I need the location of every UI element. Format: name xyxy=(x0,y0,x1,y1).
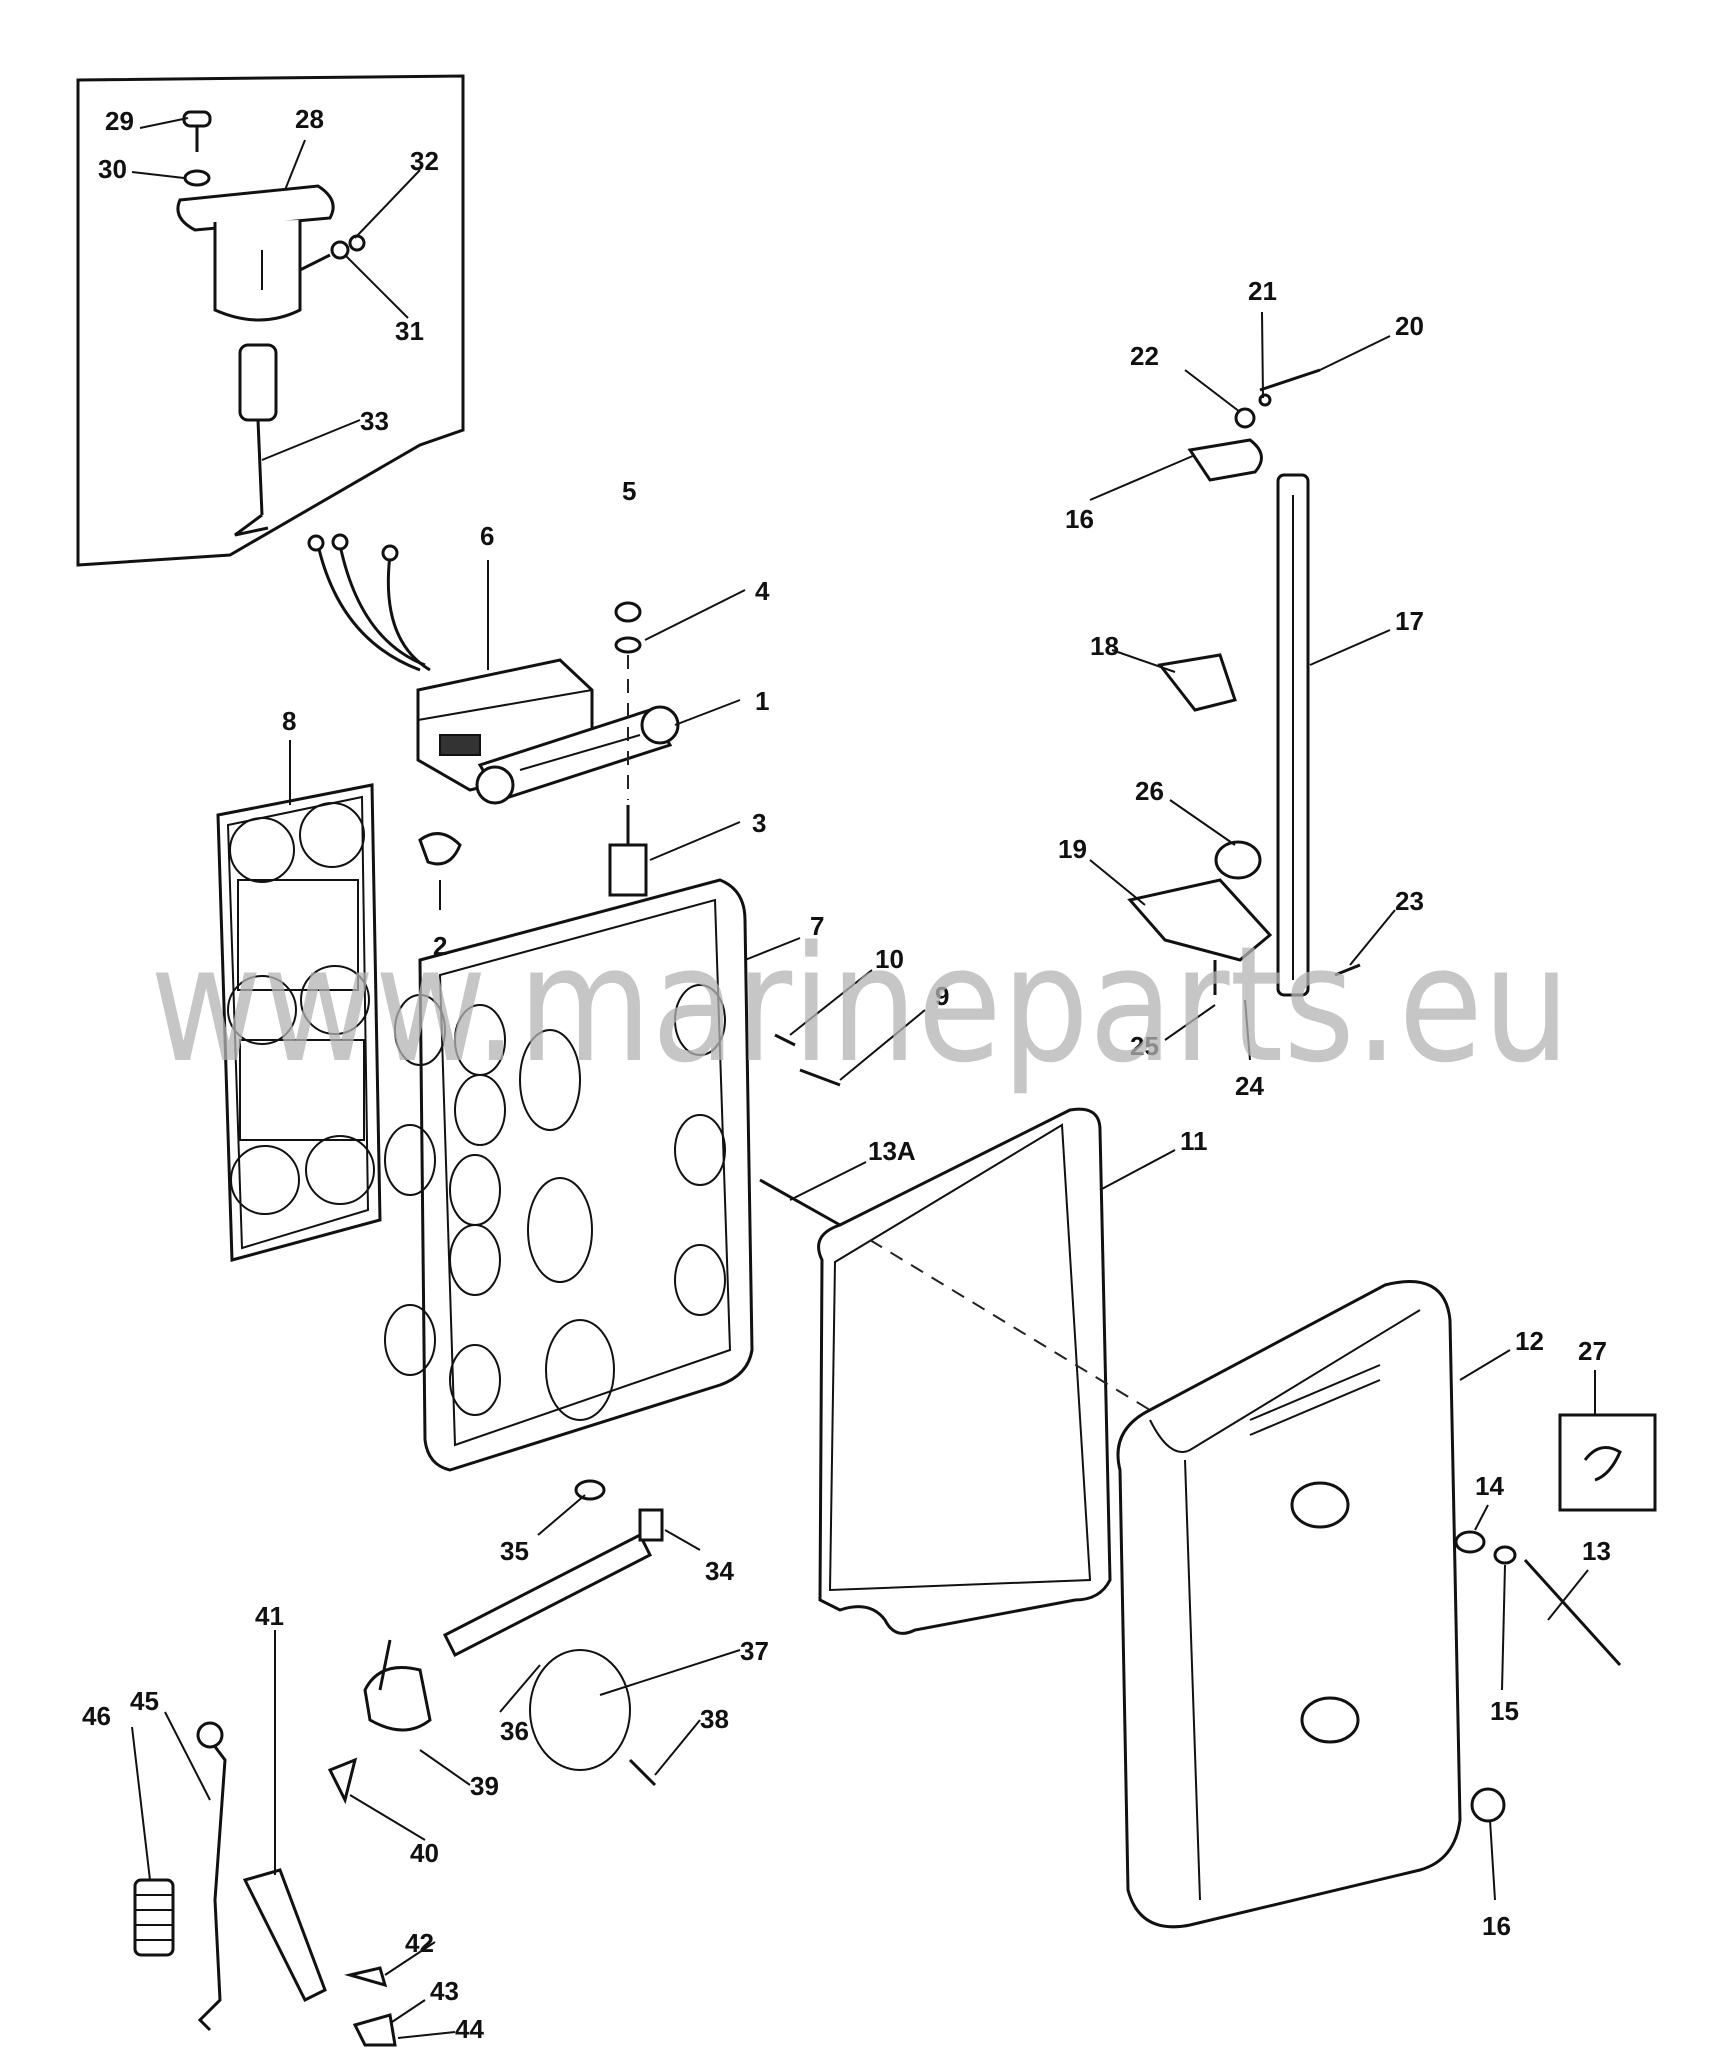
label-37: 36 xyxy=(500,1716,529,1746)
label-42: 41 xyxy=(255,1601,284,1631)
lock-washer-2 xyxy=(1493,1545,1517,1565)
label-36: 35 xyxy=(500,1536,529,1566)
label-39: 38 xyxy=(700,1704,729,1734)
label-44: 43 xyxy=(430,1976,459,2006)
label-32: 31 xyxy=(395,316,424,346)
part-number-labels: 1 2 3 4 5 6 7 8 9 10 11 12 13 13A 14 15 … xyxy=(82,104,1611,2044)
label-26: 25 xyxy=(1130,1031,1159,1061)
label-18: 16 xyxy=(1065,504,1094,534)
cover-nut xyxy=(1470,1787,1506,1823)
label-33: 32 xyxy=(410,146,439,176)
leader-lines xyxy=(131,117,1596,2039)
label-27: 26 xyxy=(1135,776,1164,806)
label-46: 45 xyxy=(130,1686,159,1716)
label-9: 9 xyxy=(935,981,949,1011)
label-16a: 16 xyxy=(1482,1911,1511,1941)
cover-bolt xyxy=(1523,1558,1622,1667)
label-2: 2 xyxy=(433,931,447,961)
label-13: 13 xyxy=(1582,1536,1611,1566)
label-47: 46 xyxy=(82,1701,111,1731)
label-25: 24 xyxy=(1235,1071,1264,1101)
label-21: 20 xyxy=(1395,311,1424,341)
label-24: 23 xyxy=(1395,886,1424,916)
label-41: 40 xyxy=(410,1838,439,1868)
gasket xyxy=(216,783,382,1262)
throttle-shaft xyxy=(133,1479,664,2047)
label-43: 42 xyxy=(405,1928,434,1958)
solenoid-inset xyxy=(76,74,465,567)
label-15: 15 xyxy=(1490,1696,1519,1726)
washer xyxy=(614,636,642,654)
label-10: 10 xyxy=(875,944,904,974)
label-5: 5 xyxy=(622,476,636,506)
label-3: 3 xyxy=(752,808,766,838)
label-4: 4 xyxy=(755,576,770,606)
label-6: 6 xyxy=(480,521,494,551)
label-22: 21 xyxy=(1248,276,1277,306)
throttle-linkage xyxy=(1127,368,1361,997)
cover-seal xyxy=(817,1107,1112,1635)
label-20: 19 xyxy=(1058,834,1087,864)
label-23: 22 xyxy=(1130,341,1159,371)
label-35: 34 xyxy=(705,1556,734,1586)
label-14: 14 xyxy=(1475,1471,1504,1501)
inset-28 xyxy=(1558,1413,1657,1512)
flat-washer xyxy=(1454,1530,1486,1554)
label-40: 39 xyxy=(470,1771,499,1801)
nut xyxy=(614,601,642,623)
label-11: 11 xyxy=(1180,1126,1208,1156)
label-29: 28 xyxy=(295,104,324,134)
lock-washer xyxy=(774,1033,796,1047)
label-34: 33 xyxy=(360,406,389,436)
air-box-cover xyxy=(1116,1280,1462,1929)
label-28: 27 xyxy=(1578,1336,1607,1366)
label-12: 12 xyxy=(1515,1326,1544,1356)
label-19: 18 xyxy=(1090,631,1119,661)
label-17: 17 xyxy=(1395,606,1424,636)
label-8: 8 xyxy=(282,706,296,736)
label-7: 7 xyxy=(810,911,824,941)
carburetor-manifold xyxy=(384,878,754,1472)
label-38: 37 xyxy=(740,1636,769,1666)
screw xyxy=(799,1068,841,1087)
label-1: 1 xyxy=(755,686,769,716)
label-13A: 13A xyxy=(868,1136,916,1166)
label-45: 44 xyxy=(455,2014,484,2044)
watermark-text: www.marineparts.eu xyxy=(150,911,1570,1098)
stud xyxy=(759,1178,841,1227)
linkage-arm xyxy=(418,705,680,897)
label-30: 29 xyxy=(105,106,134,136)
label-31: 30 xyxy=(98,154,127,184)
